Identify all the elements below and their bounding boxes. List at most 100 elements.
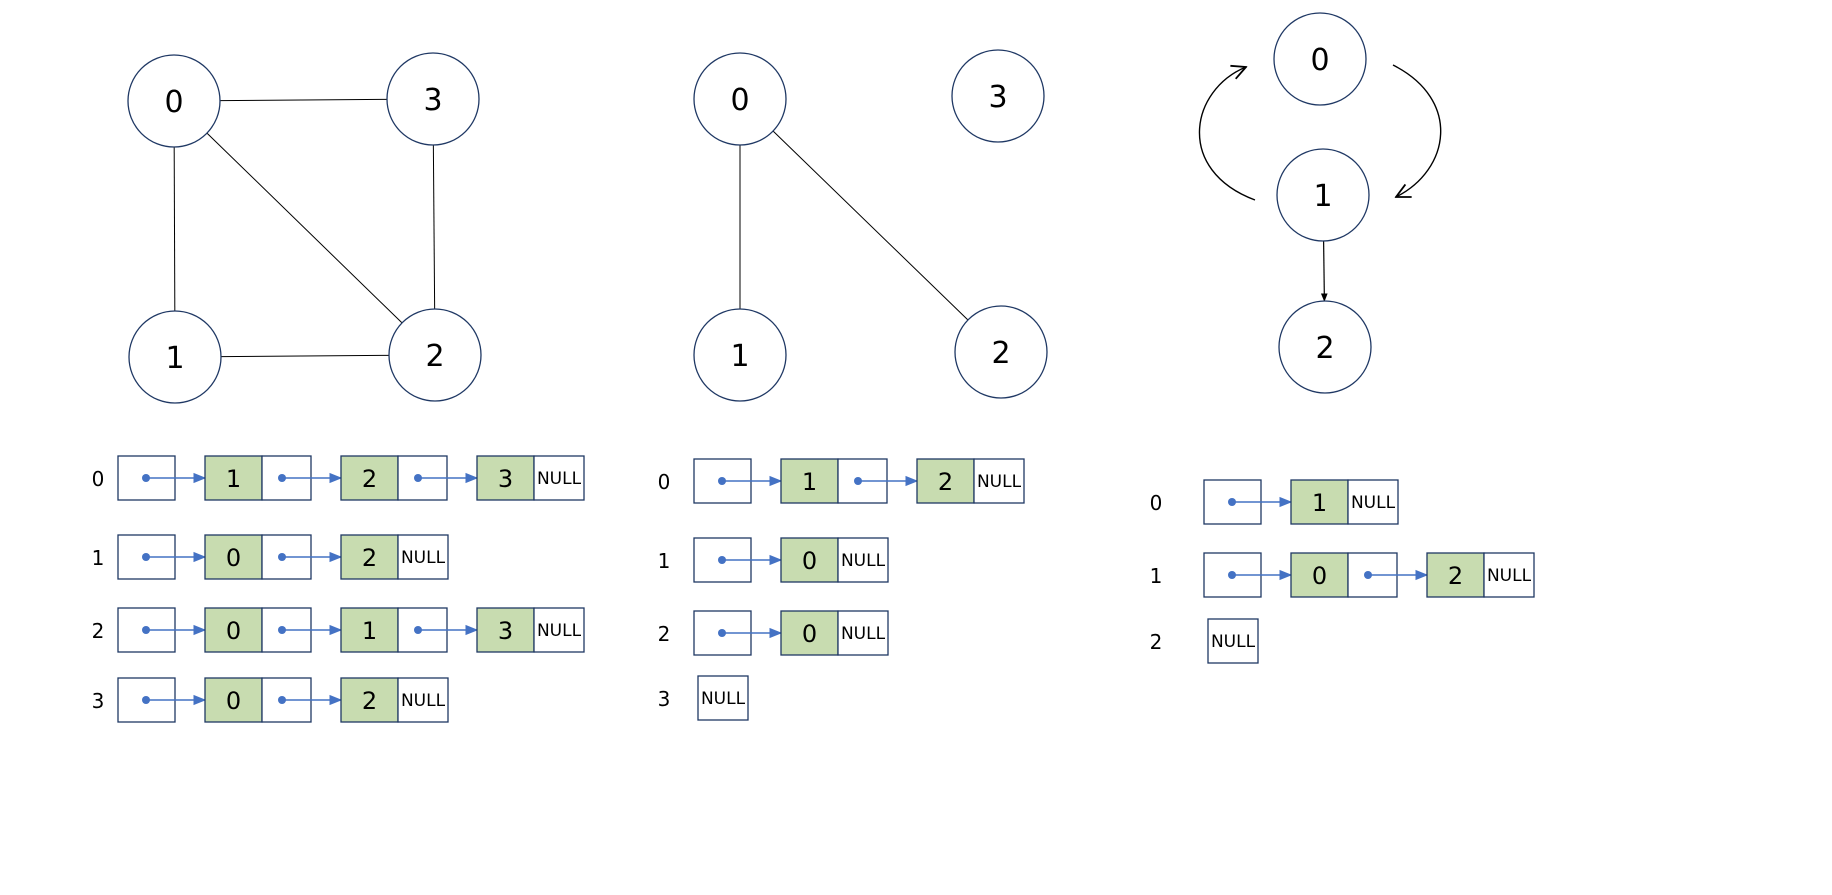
edge-0-2-graph-1: [772, 130, 969, 321]
graph-1-node-1-label: 1: [730, 339, 749, 374]
graph-2-node-0-circle: [1273, 12, 1367, 106]
graph-2-row-1-index: 1: [1150, 564, 1163, 588]
graph-0-node-2-label: 2: [425, 339, 444, 374]
graph-1-row-0-node-1-value: 1: [802, 468, 817, 496]
graph-0-node-2-circle: [388, 308, 482, 402]
graph-2-node-1-circle: [1276, 148, 1370, 242]
nodes-layer: 0 1 2 3 0 1 2 3 0 1 2: [127, 12, 1372, 404]
graph-1-row-0-index: 0: [658, 470, 671, 494]
graph-0-row-2-node-0-value-cell: [204, 607, 263, 653]
graph-0-row-0-node-3-value-cell: [476, 455, 535, 501]
graph-2-row-2-null-box: [1207, 618, 1259, 664]
graph-1-row-1-index: 1: [658, 549, 671, 573]
graph-2-row-1-node-2-value-cell: [1426, 552, 1485, 598]
graph-1-row-0-node-1-value-cell: [780, 458, 839, 504]
graph-1-row-2-index: 2: [658, 622, 671, 646]
graph-2-node-2-circle: [1278, 300, 1372, 394]
graph-2-row-2-null-text: NULL: [1211, 632, 1256, 652]
graph-0-node-0-circle: [127, 54, 221, 148]
graph-0-node-0-label: 0: [164, 85, 183, 120]
graph-0-row-2-node-0-value: 0: [226, 617, 241, 645]
graph-1-row-2-null-cell: [837, 610, 889, 656]
graph-1-row-3-null-text: NULL: [701, 689, 746, 709]
graph-2-row-1-node-2-value: 2: [1448, 562, 1463, 590]
graph-0-row-0-node-2-value: 2: [362, 465, 377, 493]
graph-2-row-0-index: 0: [1150, 491, 1163, 515]
graph-0-row-2-null-text: NULL: [537, 621, 582, 641]
graph-0-row-0-null-cell: [533, 455, 585, 501]
edge-0-2-graph-0: [206, 132, 403, 324]
graph-0-row-3-node-2-value: 2: [362, 687, 377, 715]
graph-2-row-1-null-cell: [1483, 552, 1535, 598]
edge-1-2-graph-2: [1320, 240, 1328, 302]
graph-1-row-1-null-text: NULL: [841, 551, 886, 571]
graph-0-node-3-label: 3: [423, 83, 442, 118]
graph-0-row-1-node-0-value: 0: [226, 544, 241, 572]
graph-0-row-2-node-1-value-cell: [340, 607, 399, 653]
graph-0-row-0-node-1-value-cell: [204, 455, 263, 501]
edge-0-3-graph-0: [219, 98, 388, 102]
edge-3-2-graph-0: [432, 144, 436, 310]
graph-0-row-2-node-1-value: 1: [362, 617, 377, 645]
graph-0-node-1-circle: [128, 310, 222, 404]
edge-1-2-graph-0: [220, 354, 390, 358]
graph-0-node-3-circle: [386, 52, 480, 146]
graph-1-node-2-circle: [954, 305, 1048, 399]
graph-0-row-3-null-text: NULL: [401, 691, 446, 711]
graph-1-row-2-node-0-value: 0: [802, 620, 817, 648]
graph-0-row-0-index: 0: [92, 467, 105, 491]
graph-0-row-0-null-text: NULL: [537, 469, 582, 489]
graph-1-node-2-label: 2: [991, 336, 1010, 371]
graph-0-row-0-node-3-value: 3: [498, 465, 513, 493]
graph-0-row-0-node-2-value-cell: [340, 455, 399, 501]
edges-layer: [173, 64, 1442, 358]
graph-0-row-1-node-2-value-cell: [340, 534, 399, 580]
graph-0-row-3-node-0-value-cell: [204, 677, 263, 723]
graph-2-row-1-null-text: NULL: [1487, 566, 1532, 586]
graph-1-node-0-circle: [693, 52, 787, 146]
edge-0-1-graph-0: [173, 146, 176, 312]
graph-1-row-1-node-0-value-cell: [780, 537, 839, 583]
graph-2-node-2-label: 2: [1315, 331, 1334, 366]
graph-1-row-1-node-0-value: 0: [802, 547, 817, 575]
graph-0-row-3-null-cell: [397, 677, 449, 723]
graph-0-row-2-index: 2: [92, 619, 105, 643]
graph-2-node-1-label: 1: [1313, 179, 1332, 214]
graph-1-row-0-node-2-value: 2: [938, 468, 953, 496]
graph-1-node-1-circle: [693, 308, 787, 402]
graph-0-node-1-label: 1: [165, 341, 184, 376]
graph-0-row-2-node-3-value: 3: [498, 617, 513, 645]
graph-0-row-3-node-0-value: 0: [226, 687, 241, 715]
graph-2-row-1-node-0-value: 0: [1312, 562, 1327, 590]
graph-0-row-1-null-text: NULL: [401, 548, 446, 568]
graph-2-row-2-index: 2: [1150, 630, 1163, 654]
graph-1-node-3-label: 3: [988, 80, 1007, 115]
graph-0-row-3-node-2-value-cell: [340, 677, 399, 723]
graph-0-row-0-node-1-value: 1: [226, 465, 241, 493]
graph-2-row-0-null-cell: [1347, 479, 1399, 525]
graph-2-row-0-null-text: NULL: [1351, 493, 1396, 513]
graph-1-row-2-null-text: NULL: [841, 624, 886, 644]
graph-0-row-1-null-cell: [397, 534, 449, 580]
graph-1-row-3-null-box: [697, 675, 749, 721]
graph-2-node-0-label: 0: [1310, 43, 1329, 78]
graph-2-row-0-node-1-value-cell: [1290, 479, 1349, 525]
graph-0-row-3-index: 3: [92, 689, 105, 713]
edge-0-1-graph-2: [1198, 67, 1256, 201]
graph-0-row-1-node-2-value: 2: [362, 544, 377, 572]
graph-1-node-0-label: 0: [730, 83, 749, 118]
graph-1-node-3-circle: [951, 49, 1045, 143]
graph-2-row-1-node-0-value-cell: [1290, 552, 1349, 598]
graph-0-row-1-index: 1: [92, 546, 105, 570]
graph-1-row-1-null-cell: [837, 537, 889, 583]
graph-1-row-3-index: 3: [658, 687, 671, 711]
graph-2-row-0-node-1-value: 1: [1312, 489, 1327, 517]
graph-1-row-2-node-0-value-cell: [780, 610, 839, 656]
edge-1-0-graph-2: [1392, 64, 1442, 197]
graph-1-row-0-null-text: NULL: [977, 472, 1022, 492]
graph-1-row-0-null-cell: [973, 458, 1025, 504]
graph-0-row-1-node-0-value-cell: [204, 534, 263, 580]
